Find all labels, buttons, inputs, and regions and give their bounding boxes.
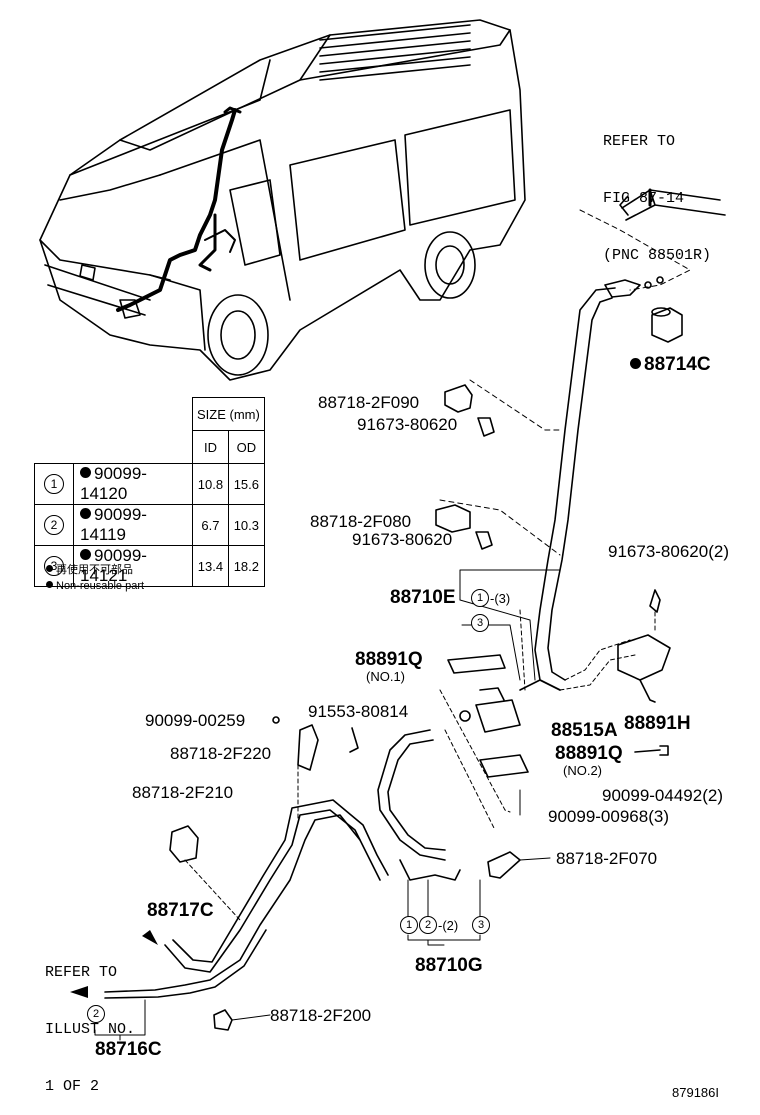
callout-3-lower: 3: [472, 916, 490, 934]
ref-circle: 1: [44, 474, 64, 494]
label-91673-80620-b[interactable]: 91673-80620: [352, 530, 453, 549]
legend-en: Non-reusable part: [56, 580, 145, 592]
label-90099-00968[interactable]: 90099-00968(3): [548, 807, 669, 826]
table-row: 2 90099-14119 6.7 10.3: [34, 504, 265, 546]
table-row: 3 90099-14121 13.4 18.2: [34, 545, 265, 587]
part-number: 90099-14121: [80, 546, 147, 585]
ref-left-line-1: REFER TO: [45, 964, 118, 981]
callout-2-lower: 2: [419, 916, 437, 934]
label-text: 88714C: [644, 354, 711, 375]
id-value: 6.7: [192, 504, 229, 546]
non-reusable-dot: [80, 508, 91, 519]
leader-lines: [94, 569, 561, 1041]
bracket-88891h: [617, 589, 671, 703]
id-header: ID: [192, 430, 229, 464]
label-88891h[interactable]: 88891H: [624, 713, 691, 734]
part-number: 90099-14120: [80, 464, 147, 503]
ref-left-line-3: 1 OF 2: [45, 1078, 100, 1095]
id-value: 10.8: [192, 463, 229, 505]
bolt-right: [634, 745, 669, 756]
label-88717c[interactable]: 88717C: [147, 900, 214, 921]
label-no1: (NO.1): [366, 669, 405, 684]
reference-illust-1-of-2: REFER TO ILLUST NO. 1 OF 2: [45, 925, 135, 1115]
brackets-upper: [435, 379, 561, 556]
label-88718-2f220[interactable]: 88718-2F220: [170, 744, 272, 763]
label-88716c[interactable]: 88716C: [95, 1039, 162, 1060]
label-91673-80620-a[interactable]: 91673-80620: [357, 415, 458, 434]
non-reusable-dot: [80, 549, 91, 560]
arrows: [70, 930, 158, 998]
ref-line-3: (PNC 88501R): [603, 247, 712, 264]
callout-3-upper: 3: [471, 614, 489, 632]
illustration-id: 879186I: [672, 1085, 719, 1100]
callout-note-upper: -(3): [490, 591, 511, 606]
legend-dot: [46, 581, 53, 588]
label-88718-2f080[interactable]: 88718-2F080: [310, 512, 412, 531]
od-value: 15.6: [227, 463, 265, 505]
legend-jp: 再使用不可部品: [56, 564, 133, 576]
legend: 再使用不可部品 Non-reusable part: [46, 562, 144, 594]
clamps-lower: [169, 825, 521, 1031]
od-header: OD: [227, 430, 265, 464]
size-header: SIZE (mm): [192, 397, 265, 431]
non-reusable-dot: [80, 467, 91, 478]
ref-circle: 3: [44, 556, 64, 576]
label-91553-80814[interactable]: 91553-80814: [308, 702, 409, 721]
lower-pipes: [104, 729, 461, 999]
reference-fig-87-14: REFER TO FIG 87-14 (PNC 88501R): [603, 94, 711, 284]
van-illustration: [39, 19, 526, 381]
label-88891q-no2[interactable]: 88891Q: [555, 743, 623, 764]
size-table: SIZE (mm) ID OD 1 90099-14120 10.8 15.6 …: [34, 397, 265, 587]
part-number: 90099-14119: [80, 505, 147, 544]
callout-1-lower: 1: [400, 916, 418, 934]
label-88718-2f090[interactable]: 88718-2F090: [318, 393, 420, 412]
ref-circle: 2: [44, 515, 64, 535]
callout-1-upper: 1: [471, 589, 489, 607]
label-90099-00259[interactable]: 90099-00259: [145, 711, 246, 730]
ref-line-1: REFER TO: [603, 133, 676, 150]
label-88710e[interactable]: 88710E: [390, 587, 456, 608]
ref-left-line-2: ILLUST NO.: [45, 1021, 136, 1038]
label-88515a[interactable]: 88515A: [551, 720, 618, 741]
label-88718-2f200[interactable]: 88718-2F200: [270, 1006, 372, 1025]
label-88710g[interactable]: 88710G: [415, 955, 483, 976]
non-reusable-dot: [630, 358, 641, 369]
label-91673-80620-2[interactable]: 91673-80620(2): [608, 542, 729, 561]
legend-dot: [46, 565, 53, 572]
callout-note-lower: -(2): [438, 918, 459, 933]
od-value: 10.3: [227, 504, 265, 546]
cap-88714c: [651, 307, 683, 343]
ref-line-2: FIG 87-14: [603, 190, 685, 207]
expansion-valve: [447, 654, 529, 778]
callout-2-left: 2: [87, 1005, 105, 1023]
label-88718-2f070[interactable]: 88718-2F070: [556, 849, 658, 868]
label-88891q-no1[interactable]: 88891Q: [355, 649, 423, 670]
od-value: 18.2: [227, 545, 265, 587]
label-no2: (NO.2): [563, 763, 602, 778]
table-row: 1 90099-14120 10.8 15.6: [34, 463, 265, 505]
label-90099-04492[interactable]: 90099-04492(2): [602, 786, 723, 805]
id-value: 13.4: [192, 545, 229, 587]
label-88718-2f210[interactable]: 88718-2F210: [132, 783, 234, 802]
upper-hose: [519, 188, 726, 691]
label-88714c[interactable]: 88714C: [630, 355, 711, 374]
clamp-2f220: [272, 716, 359, 771]
